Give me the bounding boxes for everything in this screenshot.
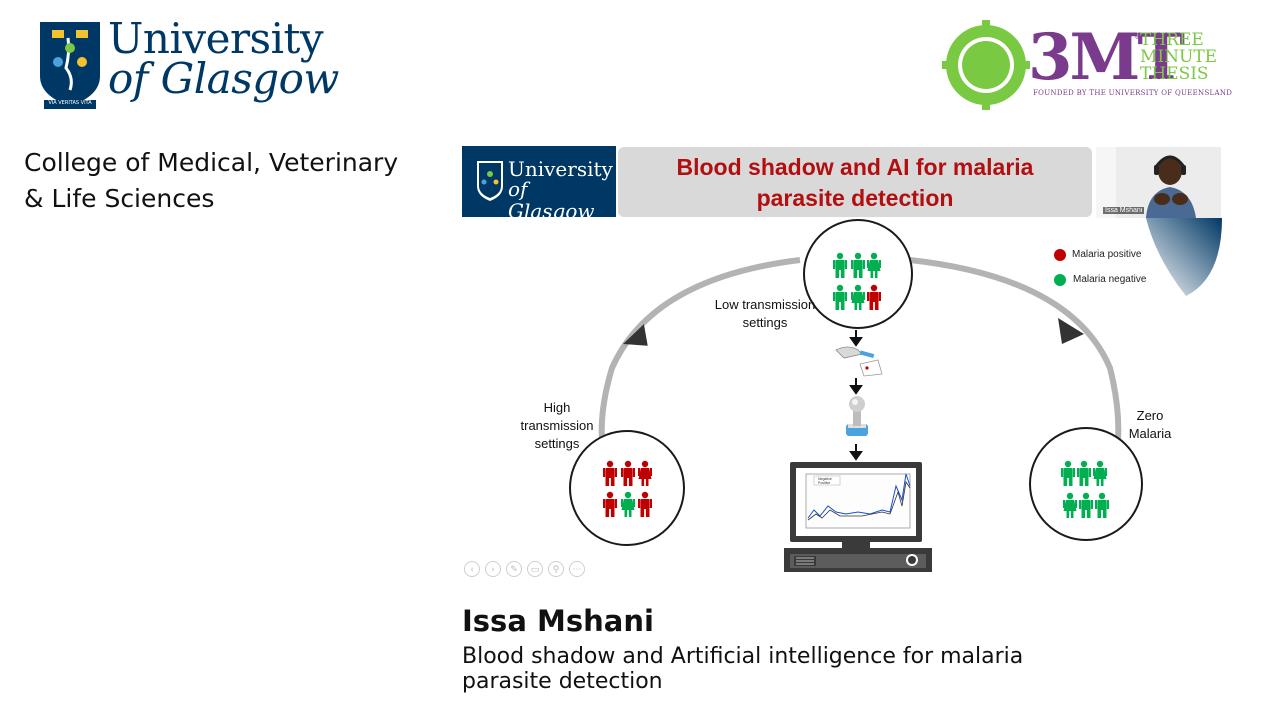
low-transmission-circle — [803, 219, 913, 329]
three-minute-thesis-text: THREE MINUTE THESIS — [1140, 32, 1217, 83]
presenter-video-frame — [1096, 147, 1221, 218]
university-wordmark: University of Glasgow — [108, 18, 339, 100]
high-transmission-circle — [569, 430, 685, 546]
three-minute-thesis-logo — [940, 18, 1240, 112]
legend-positive-dot — [1054, 249, 1066, 261]
spectrum-legend-positive: Positive — [818, 481, 830, 485]
uog-motto: VIA VERITAS VITA — [48, 100, 92, 106]
slide-logo-line2: of Glasgow — [508, 177, 595, 223]
university-of-glasgow-logo: VIA VERITAS VITA — [38, 18, 328, 110]
pen-icon[interactable]: ✎ — [506, 561, 522, 577]
spectrum-legend-negative: Negative — [818, 477, 832, 481]
mt-three: THREE — [1140, 30, 1204, 50]
legend-negative-dot — [1054, 274, 1066, 286]
label-zero-malaria: Zero Malaria — [1120, 407, 1180, 443]
slide-title: Blood shadow and AI for malaria parasite… — [618, 152, 1092, 214]
arrow-left-icon — [623, 324, 648, 346]
more-options-icon[interactable]: ⋯ — [569, 561, 585, 577]
legend-positive-label: Malaria positive — [1072, 249, 1142, 260]
transmission-cycle-diagram: Negative Positive — [569, 219, 1143, 572]
arc-right — [909, 257, 1122, 441]
registered-mark: ® — [1134, 32, 1142, 41]
wordmark-line2: of Glasgow — [108, 54, 339, 103]
uog-crest-icon — [40, 22, 100, 109]
previous-slide-icon[interactable]: ‹ — [464, 561, 480, 577]
college-line1: College of Medical, Veterinary — [24, 148, 399, 177]
arc-left — [598, 257, 801, 441]
zoom-icon[interactable]: ⚲ — [548, 561, 564, 577]
blood-sampling-icon — [835, 346, 883, 377]
label-high-transmission: High transmission settings — [510, 399, 604, 453]
slide-title-line2: parasite detection — [756, 185, 954, 211]
arrow-right-icon — [1058, 318, 1084, 344]
slide-logo-line1: University — [508, 157, 613, 181]
computer-monitor-icon: Negative Positive — [784, 462, 932, 572]
college-line2: & Life Sciences — [24, 184, 215, 213]
college-name: College of Medical, Veterinary & Life Sc… — [24, 145, 444, 217]
thesis-line2: parasite detection — [462, 669, 663, 694]
process-arrows — [849, 330, 863, 461]
mt-thesis: THESIS — [1140, 64, 1209, 84]
high-line2: transmission — [520, 418, 594, 433]
presenter-name: Issa Mshani — [462, 604, 654, 638]
legend-negative-label: Malaria negative — [1073, 274, 1147, 285]
low-line2: settings — [742, 315, 788, 330]
zero-line1: Zero — [1136, 408, 1164, 423]
next-slide-icon[interactable]: › — [485, 561, 501, 577]
spectrometer-icon — [846, 396, 868, 436]
presenter-webcam — [1096, 147, 1221, 218]
webcam-gradient-corner — [1146, 218, 1222, 296]
high-line3: settings — [534, 436, 580, 451]
3mt-wordmark: 3MT — [1028, 20, 1185, 95]
slides-icon[interactable]: ▭ — [527, 561, 543, 577]
thesis-line1: Blood shadow and Artificial intelligence… — [462, 644, 1024, 669]
slideshow-controls: ‹ › ✎ ▭ ⚲ ⋯ — [464, 557, 590, 577]
label-low-transmission: Low transmission settings — [708, 296, 822, 332]
thesis-title: Blood shadow and Artificial intelligence… — [462, 644, 1082, 694]
low-line1: Low transmission — [714, 297, 816, 312]
slide-title-line1: Blood shadow and AI for malaria — [676, 154, 1034, 180]
mt-founded-text: FOUNDED BY THE UNIVERSITY OF QUEENSLAND — [1033, 89, 1233, 97]
mt-minute: MINUTE — [1140, 47, 1218, 67]
webcam-name-tag: Issa Mshani — [1103, 207, 1145, 214]
slide-crest-icon — [477, 161, 503, 201]
high-line1: High — [543, 400, 571, 415]
clock-gear-icon — [942, 20, 1030, 110]
zero-line2: Malaria — [1128, 426, 1172, 441]
wordmark-line1: University — [108, 14, 324, 63]
slide-university-logo: University of Glasgow — [462, 146, 616, 222]
slide-title-background — [618, 147, 1092, 217]
